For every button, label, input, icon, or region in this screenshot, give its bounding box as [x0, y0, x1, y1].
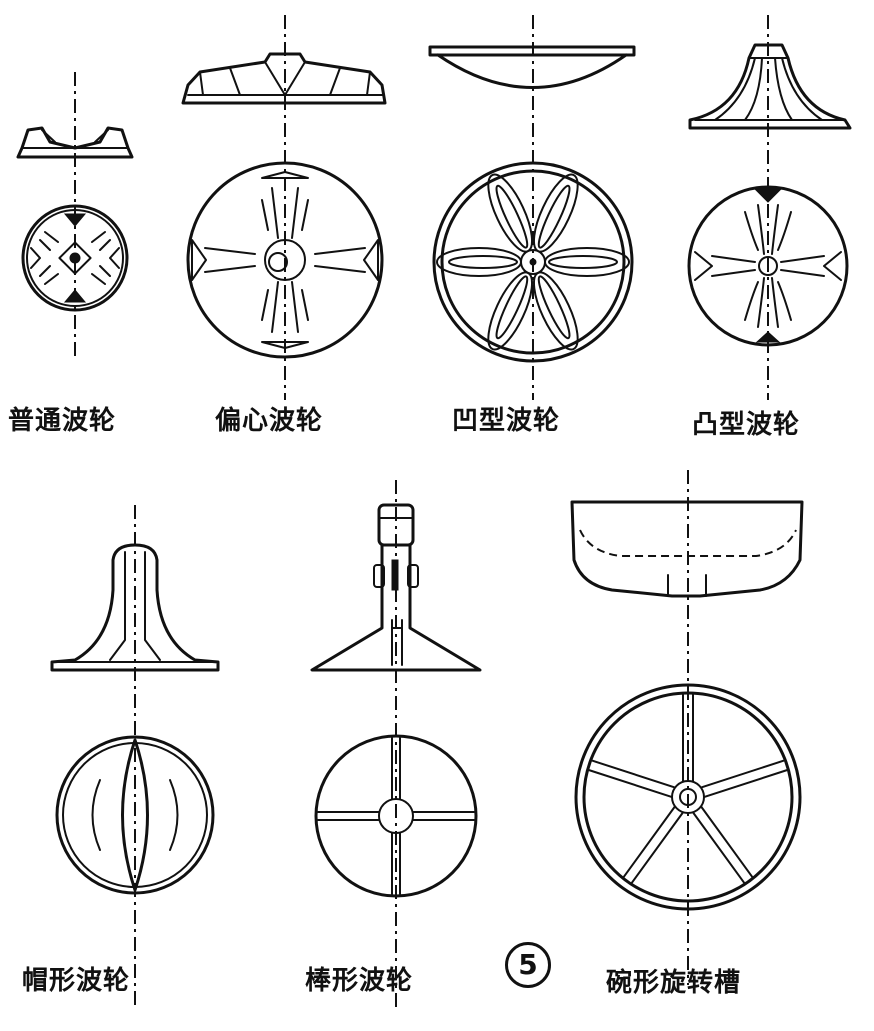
putong-side-view: [16, 126, 134, 159]
wanxing-spokes: [586, 692, 790, 886]
label-putong: 普通波轮: [8, 406, 117, 436]
maoxing-side-view: [50, 543, 220, 672]
label-maoxing: 帽形波轮: [22, 966, 131, 996]
wanxing-top-view: [574, 683, 802, 911]
putong-top-view: [21, 204, 129, 312]
tuxing-impeller: [687, 15, 852, 400]
aoxing-side-view: [428, 45, 636, 89]
label-tuxing: 凸型波轮: [692, 410, 801, 440]
tuxing-top-view: [687, 185, 849, 347]
aoxing-impeller: [428, 15, 636, 400]
pianxin-top-view: [186, 161, 384, 359]
wanxing-tub: [570, 470, 804, 985]
label-aoxing: 凹型波轮: [452, 406, 561, 436]
wanxing-side-view: [570, 500, 804, 598]
label-pianxin: 偏心波轮: [215, 406, 324, 436]
bangxing-impeller: [310, 480, 482, 1010]
maoxing-impeller: [50, 505, 220, 1010]
aoxing-top-view: [432, 161, 634, 363]
label-wanxing: 碗形旋转槽: [606, 968, 742, 998]
figure-number-badge: 5: [505, 942, 551, 988]
pianxin-impeller: [181, 15, 387, 400]
putong-impeller: [16, 72, 134, 360]
maoxing-top-view: [55, 735, 215, 895]
bangxing-top-view: [314, 734, 478, 898]
pianxin-side-view: [181, 52, 387, 105]
bangxing-side-view: [310, 503, 482, 672]
label-bangxing: 棒形波轮: [305, 966, 414, 996]
aoxing-petals: [436, 173, 630, 351]
tuxing-side-view: [688, 43, 852, 130]
